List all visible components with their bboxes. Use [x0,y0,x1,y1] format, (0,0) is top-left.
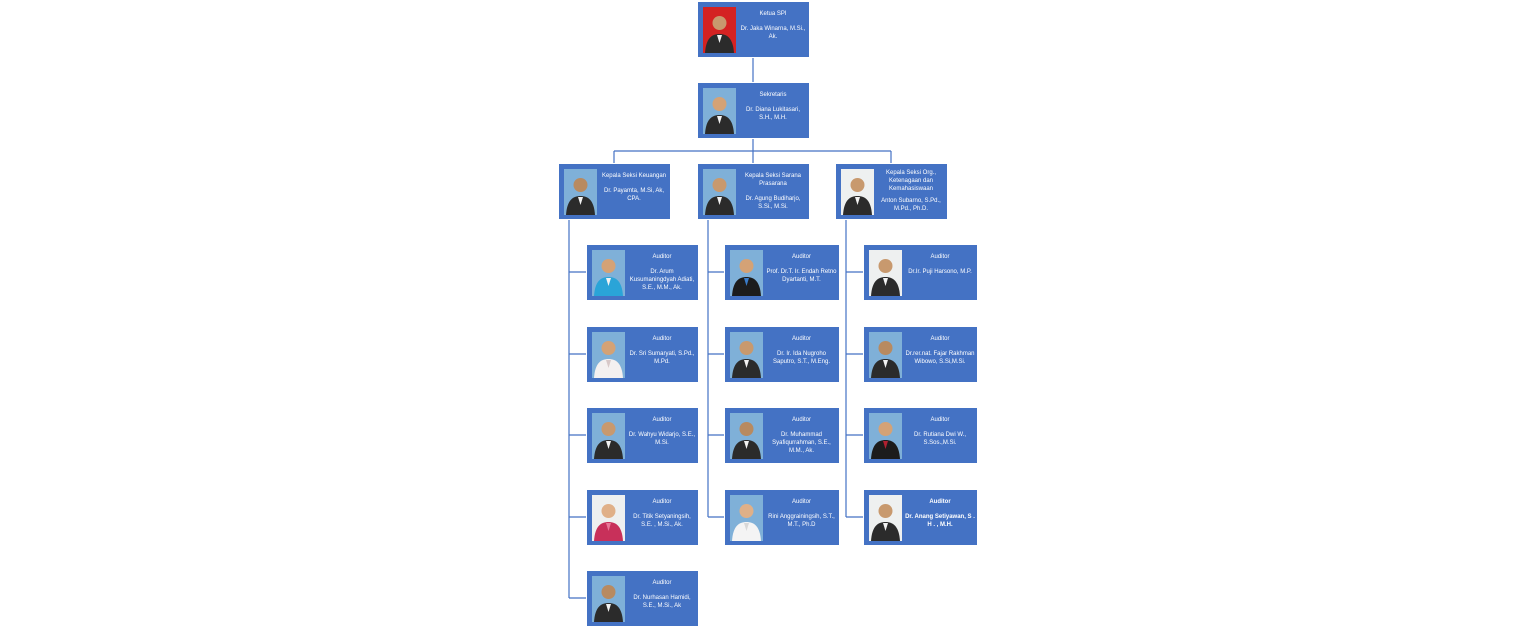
org-box-auditor[interactable]: Auditor Dr. Arum Kusumaningdyah Adiati, … [586,244,699,301]
portrait-photo [592,250,625,296]
person-name: Dr. Arum Kusumaningdyah Adiati, S.E., M.… [629,269,695,291]
portrait-photo [592,576,625,622]
portrait-photo [730,413,763,459]
person-name: Dr.rer.nat. Fajar Rakhman Wibowo, S.Si,M… [905,351,975,365]
position-title: Kepala Seksi Keuangan [601,173,667,179]
org-box-auditor[interactable]: Auditor Prof. Dr.T. Ir. Endah Retno Dyar… [724,244,840,301]
org-box-section-infrastructure[interactable]: Kepala Seksi Sarana Prasarana Dr. Agung … [697,163,810,220]
org-box-auditor[interactable]: Auditor Dr.rer.nat. Fajar Rakhman Wibowo… [863,326,978,383]
position-title: Auditor [930,336,950,342]
org-box-auditor[interactable]: Auditor Dr. Nurhasan Hamidi, S.E., M.Si.… [586,570,699,627]
position-title: Auditor [791,254,811,260]
portrait-photo [703,7,736,53]
org-box-secretary[interactable]: Sekretaris Dr. Diana Lukitasari, S.H., M… [697,82,810,139]
portrait-photo [730,495,763,541]
person-name: Rini Anggrainingsih, S.T., M.T., Ph.D [768,514,835,528]
portrait-photo [869,332,902,378]
org-box-auditor[interactable]: Auditor Dr.Ir. Puji Harsono, M.P. [863,244,978,301]
position-title: Auditor [930,417,950,423]
org-box-auditor[interactable]: Auditor Rini Anggrainingsih, S.T., M.T.,… [724,489,840,546]
org-box-head[interactable]: Ketua SPI Dr. Jaka Winarna, M.Si., Ak. [697,1,810,58]
org-box-auditor[interactable]: Auditor Dr. Anang Setiyawan, S . H . , M… [863,489,978,546]
person-name: Dr. Payamta, M.Si, Ak, CPA. [603,188,665,202]
position-title: Auditor [791,336,811,342]
portrait-photo [564,169,597,215]
org-box-auditor[interactable]: Auditor Dr. Ir. Ida Nugroho Saputro, S.T… [724,326,840,383]
position-title: Kepala Seksi Sarana Prasarana [744,173,802,187]
person-name: Dr. Sri Sumaryati, S.Pd., M.Pd. [629,351,695,365]
position-title: Kepala Seksi Org., Ketenagaan dan Kemaha… [885,170,937,192]
position-title: Sekretaris [759,92,787,98]
person-name: Anton Subarno, S.Pd., M.Pd., Ph.D. [881,198,941,212]
org-box-section-finance[interactable]: Kepala Seksi Keuangan Dr. Payamta, M.Si,… [558,163,671,220]
position-title: Ketua SPI [759,11,787,17]
position-title: Auditor [652,336,672,342]
position-title: Auditor [930,254,950,260]
org-box-auditor[interactable]: Auditor Dr. Sri Sumaryati, S.Pd., M.Pd. [586,326,699,383]
portrait-photo [730,250,763,296]
person-name: Dr. Titik Setyaningsih, S.E. , M.Si., Ak… [633,514,691,528]
person-name: Dr. Ir. Ida Nugroho Saputro, S.T., M.Eng… [772,351,831,365]
portrait-photo [592,332,625,378]
person-name: Dr. Diana Lukitasari, S.H., M.H. [745,107,801,121]
person-name: Dr. Jaka Winarna, M.Si., Ak. [740,26,806,40]
person-name: Dr. Wahyu Widarjo, S.E., M.Si. [628,432,696,446]
portrait-photo [869,495,902,541]
position-title: Auditor [652,254,672,260]
position-title: Auditor [791,499,811,505]
portrait-photo [592,495,625,541]
org-box-section-organization[interactable]: Kepala Seksi Org., Ketenagaan dan Kemaha… [835,163,948,220]
position-title: Auditor [652,580,672,586]
portrait-photo [703,169,736,215]
org-box-auditor[interactable]: Auditor Dr. Titik Setyaningsih, S.E. , M… [586,489,699,546]
portrait-photo [592,413,625,459]
person-name: Dr. Nurhasan Hamidi, S.E., M.Si., Ak [633,595,691,609]
portrait-photo [841,169,874,215]
org-box-auditor[interactable]: Auditor Dr. Wahyu Widarjo, S.E., M.Si. [586,407,699,464]
portrait-photo [869,250,902,296]
person-name: Prof. Dr.T. Ir. Endah Retno Dyartanti, M… [766,269,837,283]
position-title: Auditor [652,417,672,423]
portrait-photo [869,413,902,459]
portrait-photo [703,88,736,134]
position-title: Auditor [652,499,672,505]
portrait-photo [730,332,763,378]
org-box-auditor[interactable]: Auditor Dr. Rutiana Dwi W., S.Sos.,M.Si. [863,407,978,464]
position-title: Auditor [791,417,811,423]
person-name: Dr. Muhammad Syafiqurrahman, S.E., M.M.,… [772,432,831,454]
person-name: Dr. Anang Setiyawan, S . H . , M.H. [905,514,975,528]
person-name: Dr. Rutiana Dwi W., S.Sos.,M.Si. [913,432,966,446]
person-name: Dr.Ir. Puji Harsono, M.P. [908,269,972,275]
org-box-auditor[interactable]: Auditor Dr. Muhammad Syafiqurrahman, S.E… [724,407,840,464]
person-name: Dr. Agung Budiharjo, S.Si., M.Si. [745,196,801,210]
position-title: Auditor [929,499,951,505]
